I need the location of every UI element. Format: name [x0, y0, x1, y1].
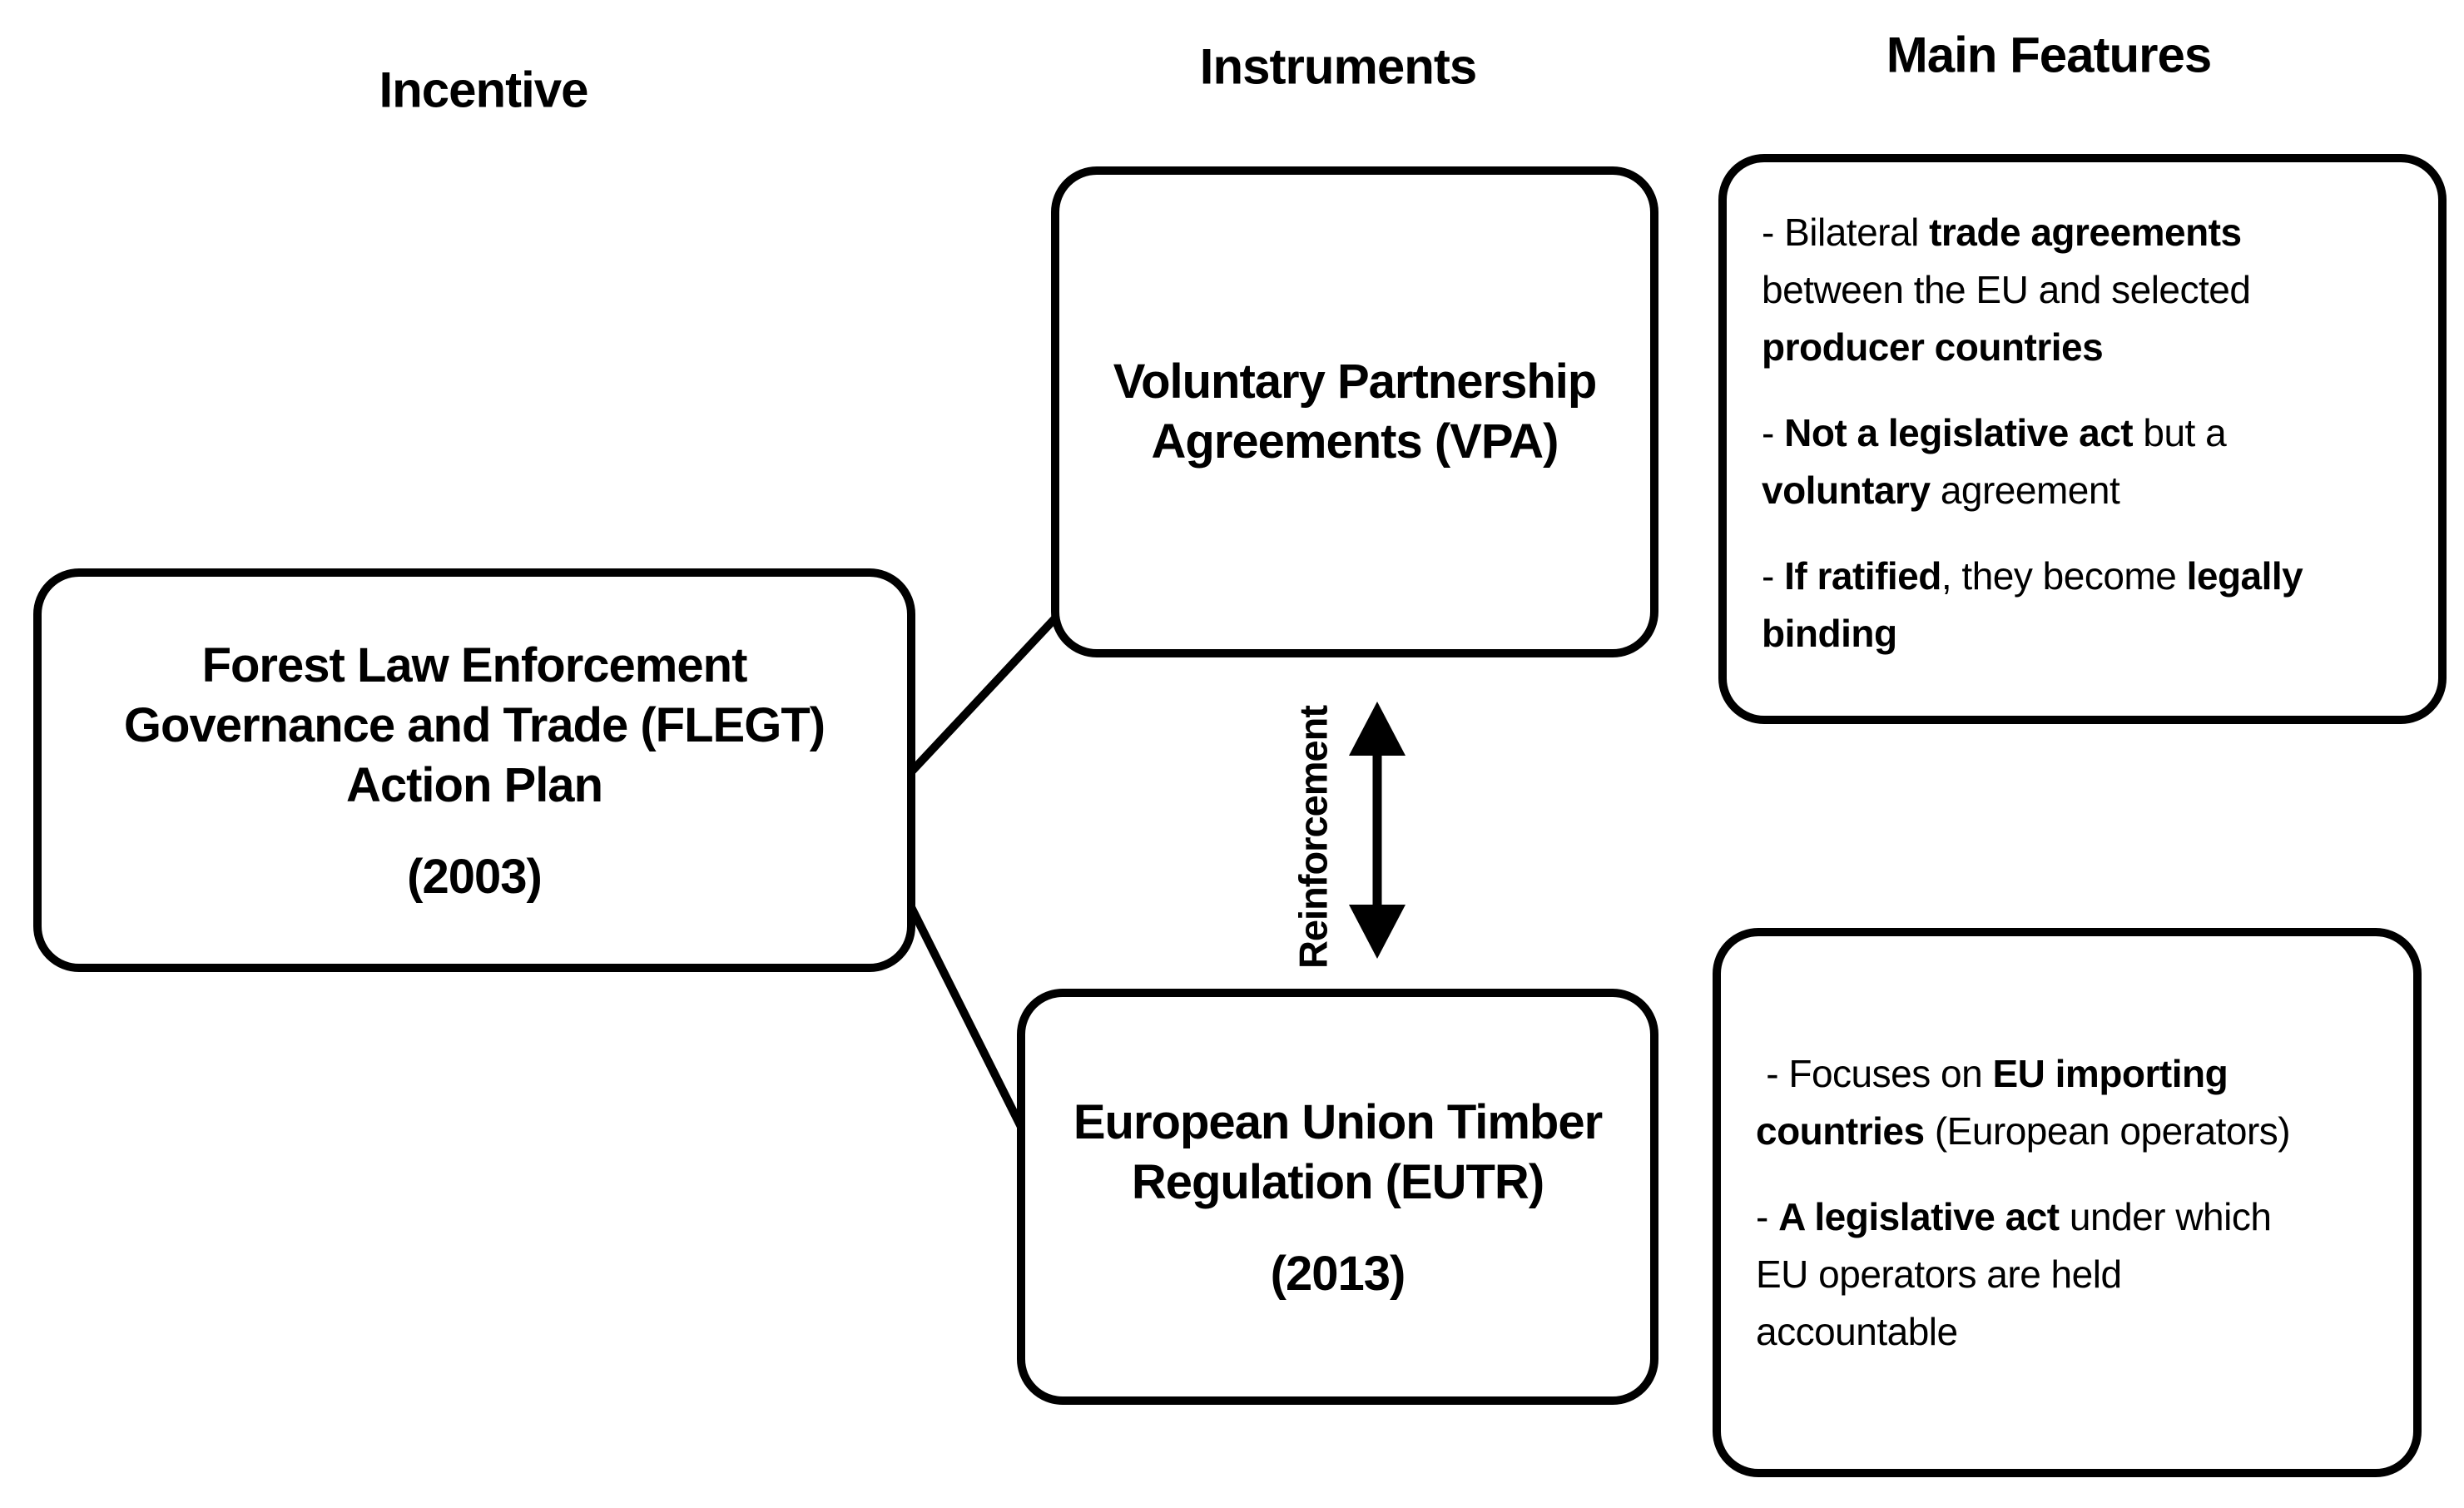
- arrow-head-down-icon: [1349, 905, 1406, 959]
- column-header-main-features: Main Features: [1886, 27, 2212, 83]
- reinforcement-double-arrow: [1349, 702, 1406, 959]
- eutr-box-year: (2013): [1270, 1246, 1406, 1301]
- column-header-incentive: Incentive: [379, 62, 588, 118]
- flegt-box-year: (2003): [407, 850, 543, 904]
- reinforcement-label: Reinforcement: [1291, 705, 1336, 970]
- column-header-instruments: Instruments: [1199, 38, 1477, 95]
- arrow-head-up-icon: [1349, 702, 1406, 756]
